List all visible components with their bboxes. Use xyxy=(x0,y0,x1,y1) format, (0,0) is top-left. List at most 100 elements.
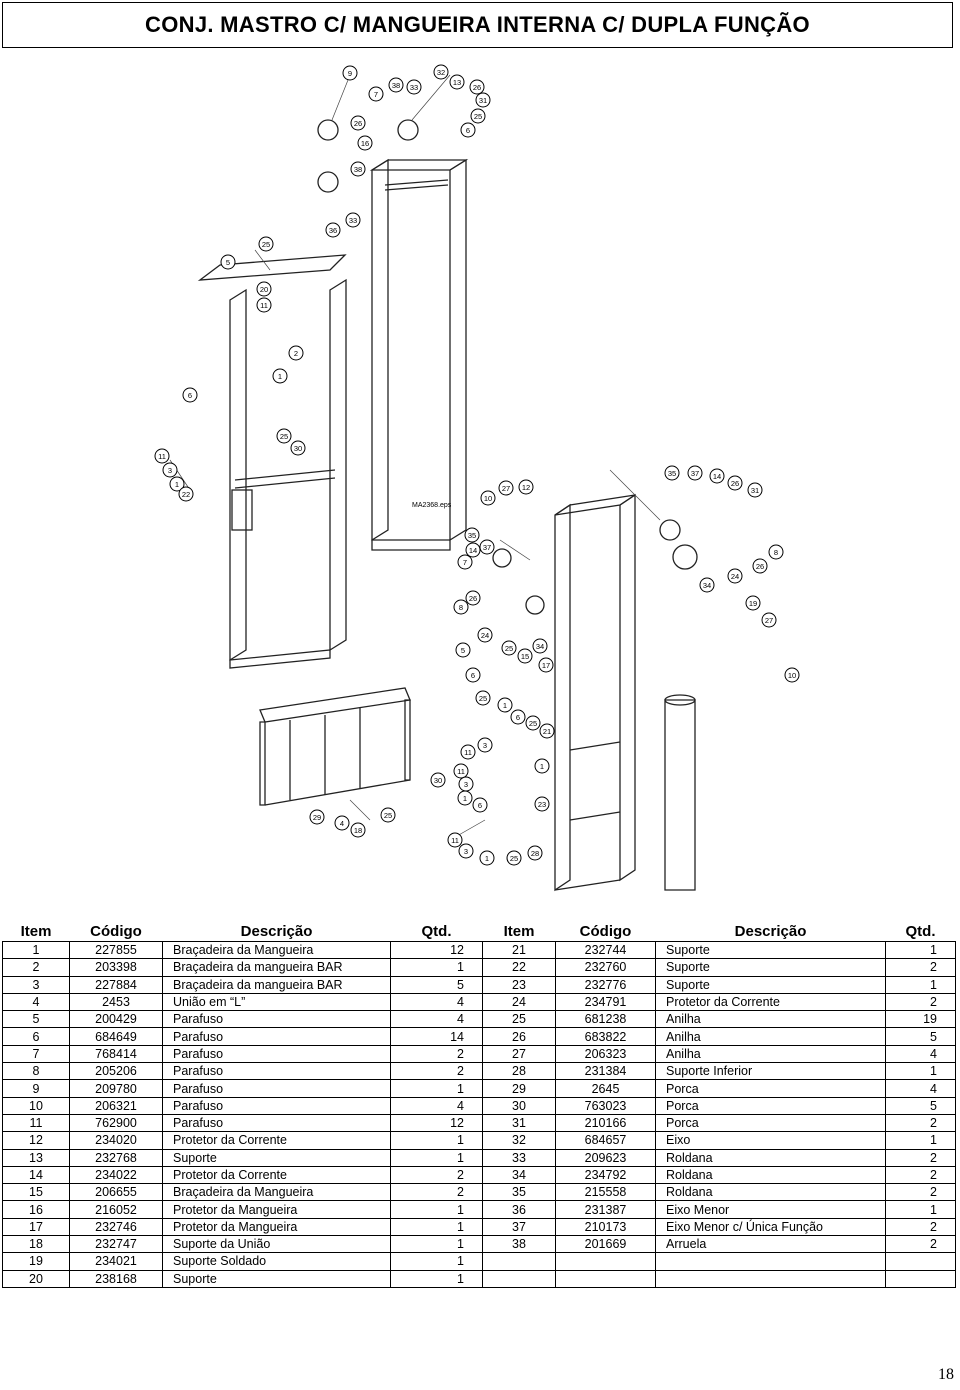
outer-mast-top-beam xyxy=(197,254,347,281)
code-cell: 215558 xyxy=(555,1183,656,1202)
qty-cell: 1 xyxy=(390,1252,483,1271)
inner-mast-left-rail xyxy=(371,158,389,542)
description-cell: Eixo xyxy=(655,1131,886,1150)
code-cell: 232744 xyxy=(555,940,656,960)
svg-text:16: 16 xyxy=(361,139,369,148)
svg-text:25: 25 xyxy=(479,694,487,703)
callout-26b: 26 xyxy=(350,115,366,131)
code-cell: 206655 xyxy=(69,1183,163,1202)
code-cell: 234792 xyxy=(555,1165,656,1185)
callout-35b: 35 xyxy=(464,527,480,543)
qty-cell: 1 xyxy=(885,1062,956,1081)
carriage-frame xyxy=(259,687,411,723)
callout-1d: 1 xyxy=(534,758,550,774)
item-cell: 18 xyxy=(2,1235,70,1254)
svg-text:3: 3 xyxy=(464,780,468,789)
svg-text:11: 11 xyxy=(451,836,459,845)
callout-3b: 3 xyxy=(477,737,493,753)
callout-11d: 11 xyxy=(453,763,469,779)
item-cell: 7 xyxy=(2,1044,70,1064)
description-cell: Suporte xyxy=(655,958,886,977)
inner-mast-top-beam xyxy=(369,159,469,171)
svg-text:26: 26 xyxy=(731,479,739,488)
callout-6e: 6 xyxy=(472,797,488,813)
qty-cell: 12 xyxy=(390,1113,483,1133)
empty-cell xyxy=(885,1252,956,1271)
svg-text:25: 25 xyxy=(510,854,518,863)
callout-20: 20 xyxy=(256,281,272,297)
code-cell: 232747 xyxy=(69,1235,163,1254)
code-cell: 216052 xyxy=(69,1200,163,1219)
pulley xyxy=(492,548,512,568)
qty-cell: 2 xyxy=(885,1165,956,1185)
pulley xyxy=(525,595,545,615)
item-cell: 21 xyxy=(482,940,556,960)
code-cell: 231387 xyxy=(555,1200,656,1219)
description-cell: Arruela xyxy=(655,1235,886,1254)
parts-table: Item Código Descrição Qtd. Item Código D… xyxy=(2,922,956,1288)
description-cell: Parafuso xyxy=(162,1113,391,1133)
callout-25h: 25 xyxy=(380,807,396,823)
callout-14: 14 xyxy=(709,468,725,484)
item-cell: 32 xyxy=(482,1131,556,1150)
callout-17: 17 xyxy=(538,657,554,673)
col-header: Código xyxy=(555,922,656,942)
qty-cell: 4 xyxy=(390,1096,483,1115)
item-cell: 12 xyxy=(2,1131,70,1150)
qty-cell: 2 xyxy=(390,1165,483,1185)
code-cell: 227884 xyxy=(69,975,163,994)
description-cell: Protetor da Corrente xyxy=(162,1165,391,1185)
item-cell: 23 xyxy=(482,975,556,994)
item-cell: 5 xyxy=(2,1010,70,1029)
qty-cell: 4 xyxy=(390,992,483,1012)
callout-11e: 11 xyxy=(447,832,463,848)
svg-text:31: 31 xyxy=(751,486,759,495)
svg-text:6: 6 xyxy=(188,391,192,400)
code-cell: 763023 xyxy=(555,1096,656,1115)
code-cell: 234021 xyxy=(69,1252,163,1271)
qty-cell: 12 xyxy=(390,940,483,960)
code-cell: 231384 xyxy=(555,1062,656,1081)
svg-text:36: 36 xyxy=(329,226,337,235)
svg-text:1: 1 xyxy=(175,480,179,489)
callout-18: 18 xyxy=(350,822,366,838)
callout-1f: 1 xyxy=(479,850,495,866)
qty-cell: 5 xyxy=(390,975,483,994)
description-cell: Parafuso xyxy=(162,1027,391,1046)
code-cell: 232768 xyxy=(69,1148,163,1167)
qty-cell: 1 xyxy=(390,1200,483,1219)
description-cell: Anilha xyxy=(655,1010,886,1029)
description-cell: União em “L” xyxy=(162,992,391,1012)
svg-text:13: 13 xyxy=(453,78,461,87)
description-cell: Parafuso xyxy=(162,1044,391,1064)
code-cell: 684657 xyxy=(555,1131,656,1150)
description-cell: Roldana xyxy=(655,1148,886,1167)
callout-32: 32 xyxy=(433,64,449,80)
svg-text:25: 25 xyxy=(529,719,537,728)
svg-text:35: 35 xyxy=(468,531,476,540)
svg-text:4: 4 xyxy=(340,819,344,828)
callout-3c: 3 xyxy=(458,776,474,792)
description-cell: Porca xyxy=(655,1096,886,1115)
callout-1: 1 xyxy=(272,368,288,384)
description-cell: Protetor da Corrente xyxy=(655,992,886,1012)
svg-text:25: 25 xyxy=(384,811,392,820)
qty-cell: 2 xyxy=(885,1113,956,1133)
callout-7b: 7 xyxy=(457,554,473,570)
code-cell: 203398 xyxy=(69,958,163,977)
callout-28: 28 xyxy=(527,845,543,861)
lift-cylinder xyxy=(664,699,696,891)
qty-cell: 2 xyxy=(885,1183,956,1202)
description-cell: Suporte da União xyxy=(162,1235,391,1254)
callout-11c: 11 xyxy=(460,744,476,760)
svg-text:7: 7 xyxy=(374,90,378,99)
code-cell: 238168 xyxy=(69,1269,163,1288)
code-cell: 232746 xyxy=(69,1217,163,1237)
item-cell: 19 xyxy=(2,1252,70,1271)
description-cell: Roldana xyxy=(655,1183,886,1202)
description-cell: Suporte xyxy=(655,975,886,994)
drawing-file-label: MA2368.eps xyxy=(412,502,452,509)
